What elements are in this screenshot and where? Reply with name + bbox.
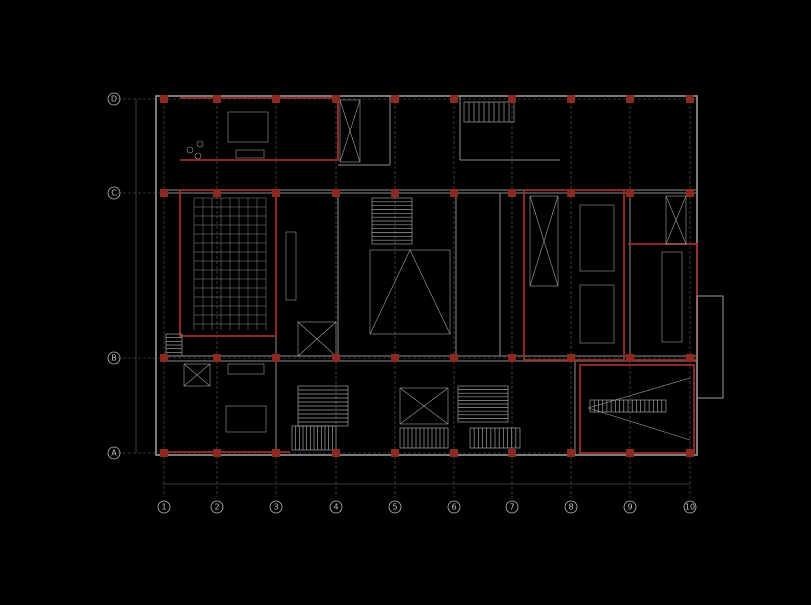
grid-bubble-col-3: 3 [269, 500, 283, 514]
column-3-3 [272, 449, 280, 457]
column-3-2 [272, 354, 280, 362]
grid-label-col-6: 6 [451, 503, 456, 512]
grid-bubble-col-10: 10 [683, 500, 697, 514]
column-9-1 [626, 189, 634, 197]
column-5-2 [391, 354, 399, 362]
column-10-2 [686, 354, 694, 362]
grid-label-row-B: B [111, 354, 117, 363]
column-10-1 [686, 189, 694, 197]
grid-label-col-9: 9 [627, 503, 632, 512]
column-1-3 [160, 449, 168, 457]
column-4-0 [332, 95, 340, 103]
grid-bubble-row-D: D [107, 92, 121, 106]
column-2-2 [213, 354, 221, 362]
grid-label-row-A: A [111, 449, 117, 458]
column-5-3 [391, 449, 399, 457]
grid-label-col-8: 8 [568, 503, 573, 512]
column-6-3 [450, 449, 458, 457]
dimension-lines [135, 99, 690, 485]
column-8-2 [567, 354, 575, 362]
column-6-2 [450, 354, 458, 362]
grid-bubble-col-8: 8 [564, 500, 578, 514]
grid-label-row-D: D [111, 95, 117, 104]
column-10-0 [686, 95, 694, 103]
grid-label-col-1: 1 [161, 503, 166, 512]
grid-bubble-col-7: 7 [505, 500, 519, 514]
column-8-0 [567, 95, 575, 103]
grid-bubble-col-2: 2 [210, 500, 224, 514]
structural-columns [160, 95, 694, 457]
column-7-0 [508, 95, 516, 103]
column-2-3 [213, 449, 221, 457]
furniture [186, 111, 683, 433]
grid-bubble-col-1: 1 [157, 500, 171, 514]
grid-label-col-4: 4 [333, 503, 338, 512]
grid-lines [118, 96, 697, 497]
grid-label-col-10: 10 [685, 503, 695, 512]
hall-grid [193, 197, 267, 330]
column-4-2 [332, 354, 340, 362]
column-8-1 [567, 189, 575, 197]
column-10-3 [686, 449, 694, 457]
column-1-1 [160, 189, 168, 197]
grid-label-col-2: 2 [214, 503, 219, 512]
column-7-1 [508, 189, 516, 197]
column-5-1 [391, 189, 399, 197]
shafts [183, 99, 691, 441]
grid-label-col-5: 5 [392, 503, 397, 512]
column-7-2 [508, 354, 516, 362]
column-3-1 [272, 189, 280, 197]
grid-label-col-3: 3 [273, 503, 278, 512]
column-1-0 [160, 95, 168, 103]
grid-bubbles-columns: 1 2 3 4 5 6 7 8 9 10 [157, 500, 697, 514]
column-9-0 [626, 95, 634, 103]
stairs [165, 101, 667, 451]
column-8-3 [567, 449, 575, 457]
grid-label-row-C: C [111, 189, 117, 198]
column-4-1 [332, 189, 340, 197]
grid-bubble-col-4: 4 [329, 500, 343, 514]
grid-bubble-col-6: 6 [447, 500, 461, 514]
grid-bubble-col-9: 9 [623, 500, 637, 514]
annex [696, 295, 724, 399]
grid-bubbles-rows: D C B A [107, 92, 121, 460]
column-9-2 [626, 354, 634, 362]
column-2-0 [213, 95, 221, 103]
column-4-3 [332, 449, 340, 457]
grid-label-col-7: 7 [509, 503, 514, 512]
column-9-3 [626, 449, 634, 457]
column-1-2 [160, 354, 168, 362]
column-2-1 [213, 189, 221, 197]
grid-bubble-col-5: 5 [388, 500, 402, 514]
column-5-0 [391, 95, 399, 103]
column-7-3 [508, 449, 516, 457]
column-6-1 [450, 189, 458, 197]
grid-bubble-row-B: B [107, 351, 121, 365]
column-3-0 [272, 95, 280, 103]
column-6-0 [450, 95, 458, 103]
grid-bubble-row-A: A [107, 446, 121, 460]
grid-bubble-row-C: C [107, 186, 121, 200]
